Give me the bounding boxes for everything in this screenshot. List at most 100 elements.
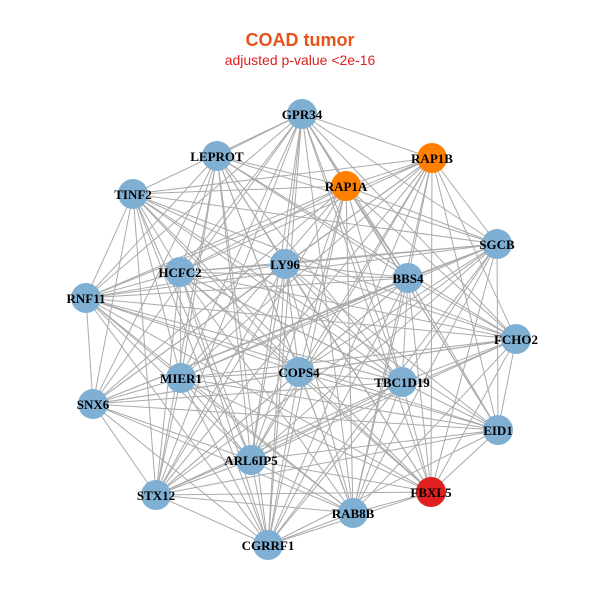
edge-leprot-stx12 <box>155 155 218 496</box>
edge-rnf11-fbxl5 <box>85 297 432 493</box>
edge-hcfc2-arl6ip5 <box>179 271 252 461</box>
edge-fcho2-mier1 <box>180 338 517 379</box>
edge-bbs4-rnf11 <box>85 277 409 299</box>
edge-hcfc2-rnf11 <box>85 271 181 299</box>
edge-cops4-mier1 <box>180 371 300 379</box>
edge-gpr34-fcho2 <box>301 113 517 340</box>
edge-tinf2-tbc1d19 <box>132 193 403 383</box>
edge-ly96-hcfc2 <box>179 263 286 273</box>
edge-tinf2-hcfc2 <box>132 193 181 273</box>
node-label: COPS4 <box>278 365 320 380</box>
edge-rap1a-tbc1d19 <box>345 185 403 383</box>
node-circle <box>416 477 446 507</box>
edge-sgcb-cops4 <box>298 243 498 373</box>
node-stx12[interactable]: STX12 <box>137 480 175 510</box>
node-circle <box>284 357 314 387</box>
edge-sgcb-arl6ip5 <box>250 243 498 461</box>
node-circle <box>78 389 108 419</box>
node-mier1[interactable]: MIER1 <box>160 363 202 393</box>
edge-rap1b-arl6ip5 <box>250 157 433 461</box>
node-sgcb[interactable]: SGCB <box>479 229 515 259</box>
edge-leprot-rap1a <box>216 155 347 187</box>
edge-ly96-arl6ip5 <box>250 263 286 461</box>
node-label: ARL6IP5 <box>224 453 278 468</box>
edge-rap1a-rnf11 <box>85 185 347 299</box>
edge-gpr34-mier1 <box>180 113 303 379</box>
node-fcho2[interactable]: FCHO2 <box>494 324 538 354</box>
edge-sgcb-hcfc2 <box>179 243 498 273</box>
edge-leprot-rnf11 <box>85 155 218 299</box>
node-label: RAP1B <box>411 151 453 166</box>
edge-ly96-rab8b <box>284 263 354 514</box>
edge-arl6ip5-fbxl5 <box>250 459 432 493</box>
node-bbs4[interactable]: BBS4 <box>392 263 424 293</box>
edge-gpr34-rap1b <box>301 113 433 159</box>
edge-rnf11-tbc1d19 <box>85 297 403 383</box>
node-eid1[interactable]: EID1 <box>483 415 513 445</box>
edge-leprot-bbs4 <box>216 155 409 279</box>
node-fbxl5[interactable]: FBXL5 <box>410 477 452 507</box>
node-label: FCHO2 <box>494 332 538 347</box>
edge-rnf11-cops4 <box>85 297 300 373</box>
node-circle <box>202 141 232 171</box>
node-hcfc2[interactable]: HCFC2 <box>158 257 202 287</box>
node-label: SGCB <box>479 237 515 252</box>
edge-sgcb-cgrrf1 <box>267 243 498 546</box>
node-cops4[interactable]: COPS4 <box>278 357 320 387</box>
node-leprot[interactable]: LEPROT <box>190 141 244 171</box>
edge-gpr34-cgrrf1 <box>267 113 303 546</box>
edge-rap1b-rnf11 <box>85 157 433 299</box>
edge-rap1a-tinf2 <box>132 185 347 195</box>
node-tinf2[interactable]: TINF2 <box>114 179 152 209</box>
edge-rap1a-hcfc2 <box>179 185 347 273</box>
edge-gpr34-tbc1d19 <box>301 113 403 383</box>
edge-tinf2-sgcb <box>132 193 498 245</box>
node-ly96[interactable]: LY96 <box>270 249 300 279</box>
edge-rap1a-snx6 <box>92 185 347 405</box>
figure-title: COAD tumor <box>245 30 355 50</box>
edge-fcho2-arl6ip5 <box>250 338 517 461</box>
edge-rap1a-sgcb <box>345 185 498 245</box>
node-circle <box>483 415 513 445</box>
node-rap1b[interactable]: RAP1B <box>411 143 453 173</box>
node-label: LEPROT <box>190 149 244 164</box>
edge-leprot-mier1 <box>180 155 218 379</box>
edge-rap1b-rap1a <box>345 157 433 187</box>
node-label: BBS4 <box>392 271 424 286</box>
node-rap1a[interactable]: RAP1A <box>325 171 368 201</box>
node-label: TBC1D19 <box>374 375 430 390</box>
node-circle <box>165 257 195 287</box>
node-circle <box>270 249 300 279</box>
node-arl6ip5[interactable]: ARL6IP5 <box>224 445 278 475</box>
node-gpr34[interactable]: GPR34 <box>282 99 323 129</box>
node-label: RAB8B <box>332 506 375 521</box>
edge-tinf2-ly96 <box>132 193 286 265</box>
edge-tbc1d19-arl6ip5 <box>250 381 403 461</box>
edge-rap1a-bbs4 <box>345 185 409 279</box>
edge-sgcb-fbxl5 <box>430 243 498 493</box>
edge-tbc1d19-stx12 <box>155 381 403 496</box>
edge-eid1-arl6ip5 <box>250 429 499 461</box>
edge-bbs4-eid1 <box>407 277 499 431</box>
edge-rap1b-fbxl5 <box>430 157 433 493</box>
node-rab8b[interactable]: RAB8B <box>332 498 375 528</box>
node-label: RAP1A <box>325 179 368 194</box>
edge-rap1b-fcho2 <box>431 157 517 340</box>
edge-fcho2-fbxl5 <box>430 338 517 493</box>
edge-tinf2-rnf11 <box>85 193 134 299</box>
edge-bbs4-fcho2 <box>407 277 517 340</box>
node-cgrrf1[interactable]: CGRRF1 <box>242 530 295 560</box>
node-rnf11[interactable]: RNF11 <box>67 283 106 313</box>
node-circle <box>253 530 283 560</box>
edge-arl6ip5-stx12 <box>155 459 252 496</box>
edge-cops4-tbc1d19 <box>298 371 403 383</box>
edge-stx12-rab8b <box>155 494 354 514</box>
node-tbc1d19[interactable]: TBC1D19 <box>374 367 430 397</box>
edge-sgcb-stx12 <box>155 243 498 496</box>
edge-mier1-eid1 <box>180 377 499 431</box>
edge-rap1b-stx12 <box>155 157 433 496</box>
edge-mier1-fbxl5 <box>180 377 432 493</box>
node-snx6[interactable]: SNX6 <box>77 389 110 419</box>
